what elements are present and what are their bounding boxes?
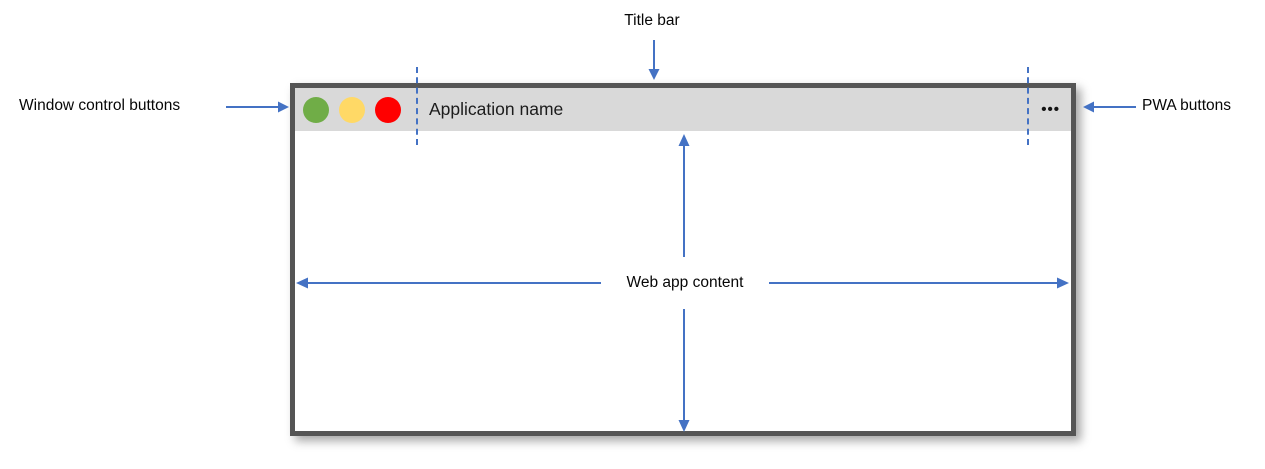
window-controls-arrowhead-right-icon (278, 101, 289, 113)
titlebar-arrowhead-down-icon (648, 69, 660, 80)
window-control-yellow-icon[interactable] (339, 96, 365, 123)
dashed-separator-left (416, 67, 418, 145)
pwa-menu-ellipsis-icon[interactable]: ••• (1041, 101, 1060, 118)
window-control-green-icon[interactable] (303, 96, 329, 123)
window-control-buttons-label: Window control buttons (19, 97, 181, 114)
title-bar-label: Title bar (624, 12, 680, 29)
dashed-separator-right (1027, 67, 1029, 145)
web-app-content-label: Web app content (626, 274, 744, 291)
window-control-red-icon[interactable] (375, 96, 401, 123)
title-bar: Application name ••• (295, 88, 1071, 131)
pwa-buttons-label: PWA buttons (1142, 97, 1232, 114)
pwa-buttons-arrowhead-left-icon (1083, 101, 1094, 113)
app-window: Application name ••• (290, 83, 1076, 436)
application-name: Application name (429, 99, 564, 119)
